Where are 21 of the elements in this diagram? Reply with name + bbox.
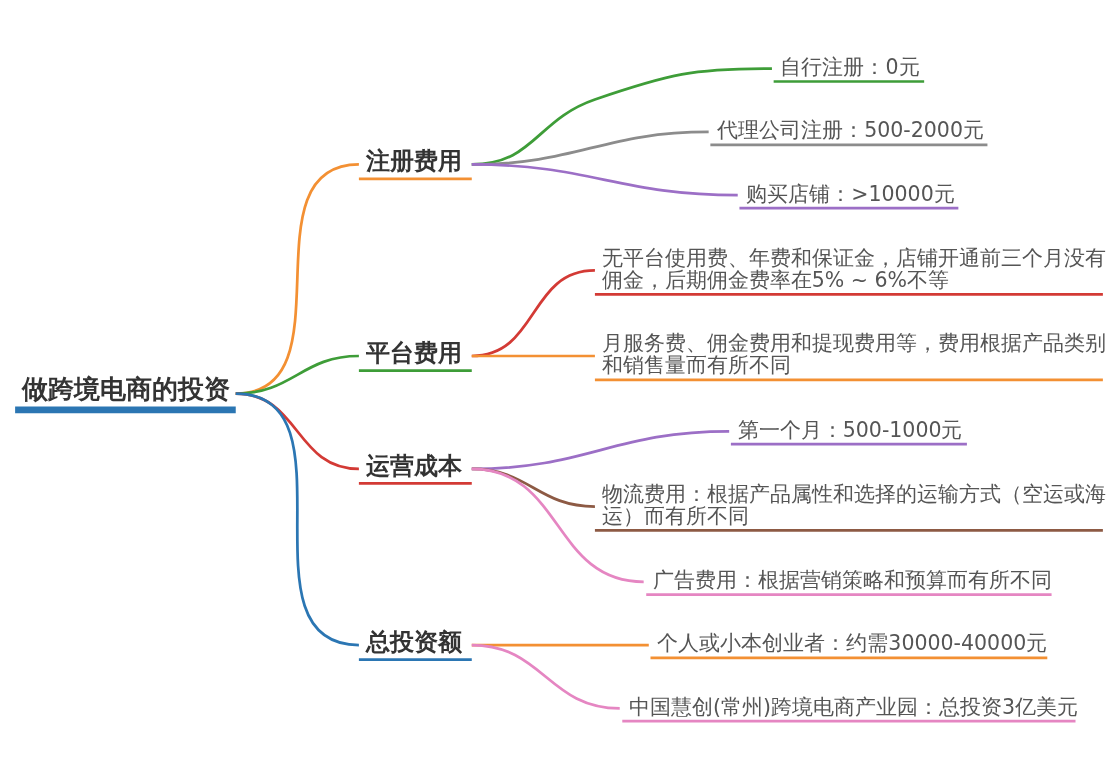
- node-text: 注册费用: [365, 147, 462, 176]
- node-text: 自行注册：0元: [780, 54, 920, 79]
- node-text: 做跨境电商的投资: [21, 373, 230, 404]
- connector: [471, 354, 595, 358]
- node-text: 购买店铺：>10000元: [746, 181, 955, 206]
- node-text: 总投资额: [365, 627, 462, 656]
- connector: [471, 643, 620, 710]
- connector: [471, 467, 644, 584]
- node-text: 第一个月：500-1000元: [737, 417, 963, 442]
- node-text: 无平台使用费、年费和保证金，店铺开通前三个月没有佣金，后期佣金费率在5% ~ 6%不等: [601, 245, 1106, 292]
- node-text: 月服务费、佣金费用和提现费用等，费用根据产品类别和销售量而有所不同: [601, 331, 1106, 378]
- node-text: 代理公司注册：500-2000元: [717, 118, 984, 143]
- node-text: 运营成本: [365, 451, 462, 480]
- node-text: 个人或小本创业者：约需30000-40000元: [657, 631, 1048, 656]
- node-text: 平台费用: [365, 338, 462, 367]
- node-text: 广告费用：根据营销策略和预算而有所不同: [653, 568, 1053, 593]
- connector: [471, 429, 730, 471]
- connector: [471, 163, 738, 197]
- connector: [471, 269, 596, 358]
- node-text: 中国慧创(常州)跨境电商产业园：总投资3亿美元: [629, 694, 1079, 719]
- node-text: 物流费用：根据产品属性和选择的运输方式（空运或海运）而有所不同: [601, 481, 1106, 528]
